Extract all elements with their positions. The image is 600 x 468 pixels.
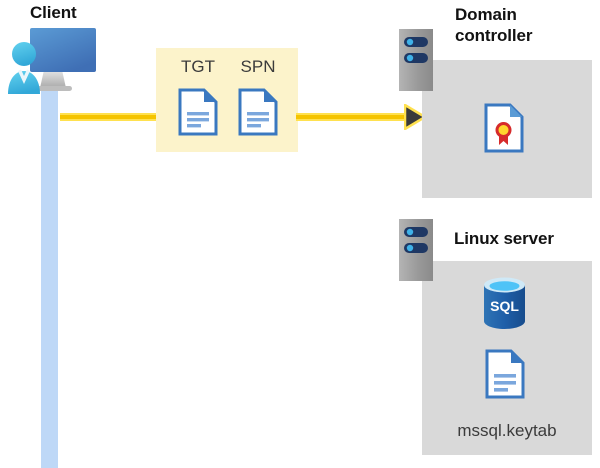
linux-server-rack-icon bbox=[399, 219, 433, 281]
linux-server-title: Linux server bbox=[454, 229, 554, 248]
certificate-document-icon bbox=[484, 103, 524, 153]
keytab-document-icon bbox=[485, 349, 525, 399]
domain-controller-server-rack-icon bbox=[399, 29, 433, 91]
flow-arrow-segment-right bbox=[296, 113, 412, 121]
client-computer-user-icon bbox=[4, 24, 100, 96]
spn-label: SPN bbox=[240, 57, 276, 76]
arrow-right-icon bbox=[403, 102, 428, 132]
client-lifeline bbox=[41, 88, 58, 468]
sql-database-label: SQL bbox=[490, 298, 519, 314]
spn-document-icon bbox=[238, 88, 278, 136]
tgt-label: TGT bbox=[181, 57, 215, 76]
flow-arrow-segment-left bbox=[60, 113, 158, 121]
client-title: Client bbox=[30, 3, 77, 22]
sql-database-icon: SQL bbox=[482, 277, 527, 329]
tgt-document-icon bbox=[178, 88, 218, 136]
keytab-filename-label: mssql.keytab bbox=[457, 421, 557, 440]
domain-controller-title: Domain controller bbox=[455, 5, 533, 45]
